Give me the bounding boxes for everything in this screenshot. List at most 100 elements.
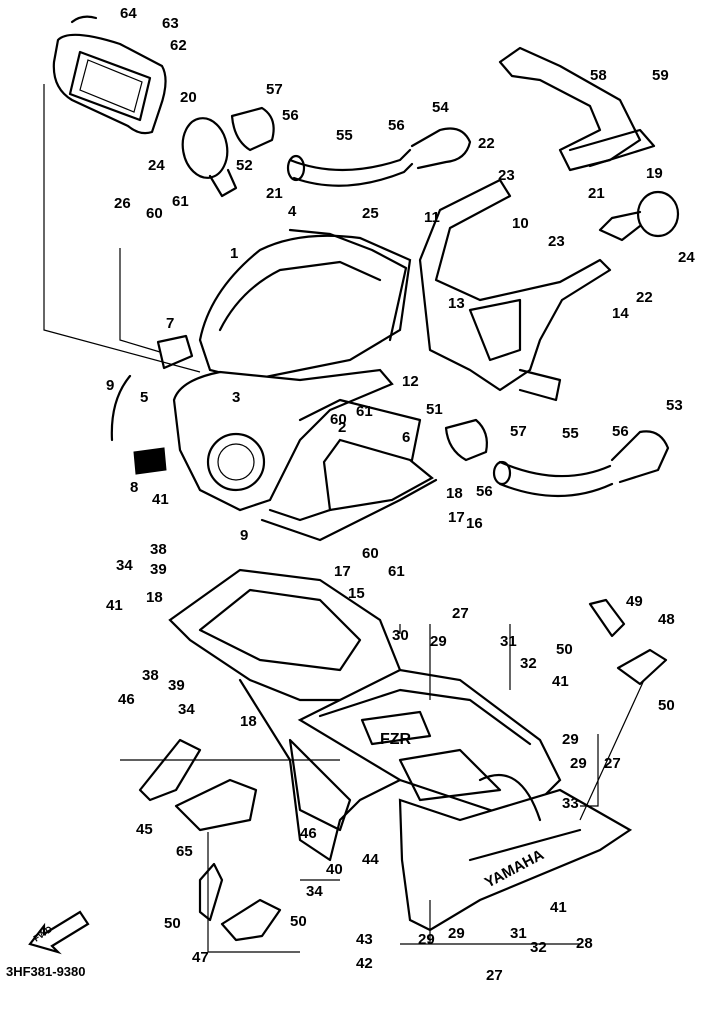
callout-57: 57 [266,81,283,98]
callout-45: 45 [136,821,153,838]
right-mirror [598,190,680,242]
callout-22: 22 [636,289,653,306]
upper-cowling [172,228,438,542]
callout-64: 64 [120,5,137,22]
callout-63: 63 [162,15,179,32]
callout-29: 29 [570,755,587,772]
callout-41: 41 [552,673,569,690]
callout-27: 27 [452,605,469,622]
fzr-text: FZR [380,731,412,748]
callout-10: 10 [512,215,529,232]
callout-31: 31 [500,633,517,650]
callout-46: 46 [300,825,317,842]
left-mirror [181,117,238,198]
callout-49: 49 [626,593,643,610]
callout-60: 60 [146,205,163,222]
callout-29: 29 [448,925,465,942]
callout-8: 8 [130,479,139,496]
callout-22: 22 [478,135,495,152]
callout-2: 2 [338,419,347,436]
callout-55: 55 [562,425,579,442]
callout-43: 43 [356,931,373,948]
headlight-assembly [52,15,167,135]
callout-13: 13 [448,295,465,312]
callout-34: 34 [116,557,133,574]
callout-32: 32 [520,655,537,672]
callout-29: 29 [562,731,579,748]
callout-17: 17 [448,509,465,526]
callout-62: 62 [170,37,187,54]
callout-27: 27 [604,755,621,772]
callout-12: 12 [402,373,419,390]
callout-28: 28 [576,935,593,952]
callout-6: 6 [402,429,411,446]
callout-23: 23 [498,167,515,184]
callout-29: 29 [430,633,447,650]
callout-19: 19 [646,165,663,182]
fwd-arrow-icon [28,910,90,955]
callout-32: 32 [530,939,547,956]
callout-50: 50 [164,915,181,932]
under-cowling-center [297,668,633,932]
callout-18: 18 [240,713,257,730]
callout-3: 3 [232,389,241,406]
callout-56: 56 [612,423,629,440]
callout-9: 9 [240,527,249,544]
callout-16: 16 [466,515,483,532]
callout-48: 48 [658,611,675,628]
callout-30: 30 [392,627,409,644]
fairing-stay-bracket [418,178,612,402]
callout-39: 39 [168,677,185,694]
callout-41: 41 [550,899,567,916]
callout-24: 24 [678,249,695,266]
callout-50: 50 [290,913,307,930]
callout-24: 24 [148,157,165,174]
callout-1: 1 [230,245,239,262]
callout-31: 31 [510,925,527,942]
callout-50: 50 [658,697,675,714]
callout-20: 20 [180,89,197,106]
callout-52: 52 [236,157,253,174]
meter-bracket [498,46,656,172]
callout-55: 55 [336,127,353,144]
callout-9: 9 [106,377,115,394]
footrest-brackets [138,598,668,942]
callout-18: 18 [146,589,163,606]
callout-41: 41 [152,491,169,508]
callout-53: 53 [666,397,683,414]
callout-18: 18 [446,485,463,502]
upper-air-duct [230,106,472,187]
callout-50: 50 [556,641,573,658]
callout-4: 4 [288,203,297,220]
callout-27: 27 [486,967,503,984]
callout-41: 41 [106,597,123,614]
drawing-code: 3HF381-9380 [6,964,86,979]
callout-44: 44 [362,851,379,868]
callout-51: 51 [426,401,443,418]
callout-61: 61 [172,193,189,210]
callout-38: 38 [142,667,159,684]
callout-15: 15 [348,585,365,602]
callout-5: 5 [140,389,149,406]
callout-39: 39 [150,561,167,578]
callout-42: 42 [356,955,373,972]
leader-lines [43,84,645,953]
callout-34: 34 [306,883,323,900]
trim-parts [110,334,434,512]
callout-61: 61 [388,563,405,580]
callout-57: 57 [510,423,527,440]
callout-25: 25 [362,205,379,222]
callout-60: 60 [362,545,379,562]
callout-58: 58 [590,67,607,84]
callout-56: 56 [476,483,493,500]
callout-21: 21 [266,185,283,202]
callout-33: 33 [562,795,579,812]
callout-14: 14 [612,305,629,322]
callout-23: 23 [548,233,565,250]
callout-61: 61 [356,403,373,420]
callout-59: 59 [652,67,669,84]
callout-26: 26 [114,195,131,212]
callout-54: 54 [432,99,449,116]
lower-air-duct [444,418,670,498]
